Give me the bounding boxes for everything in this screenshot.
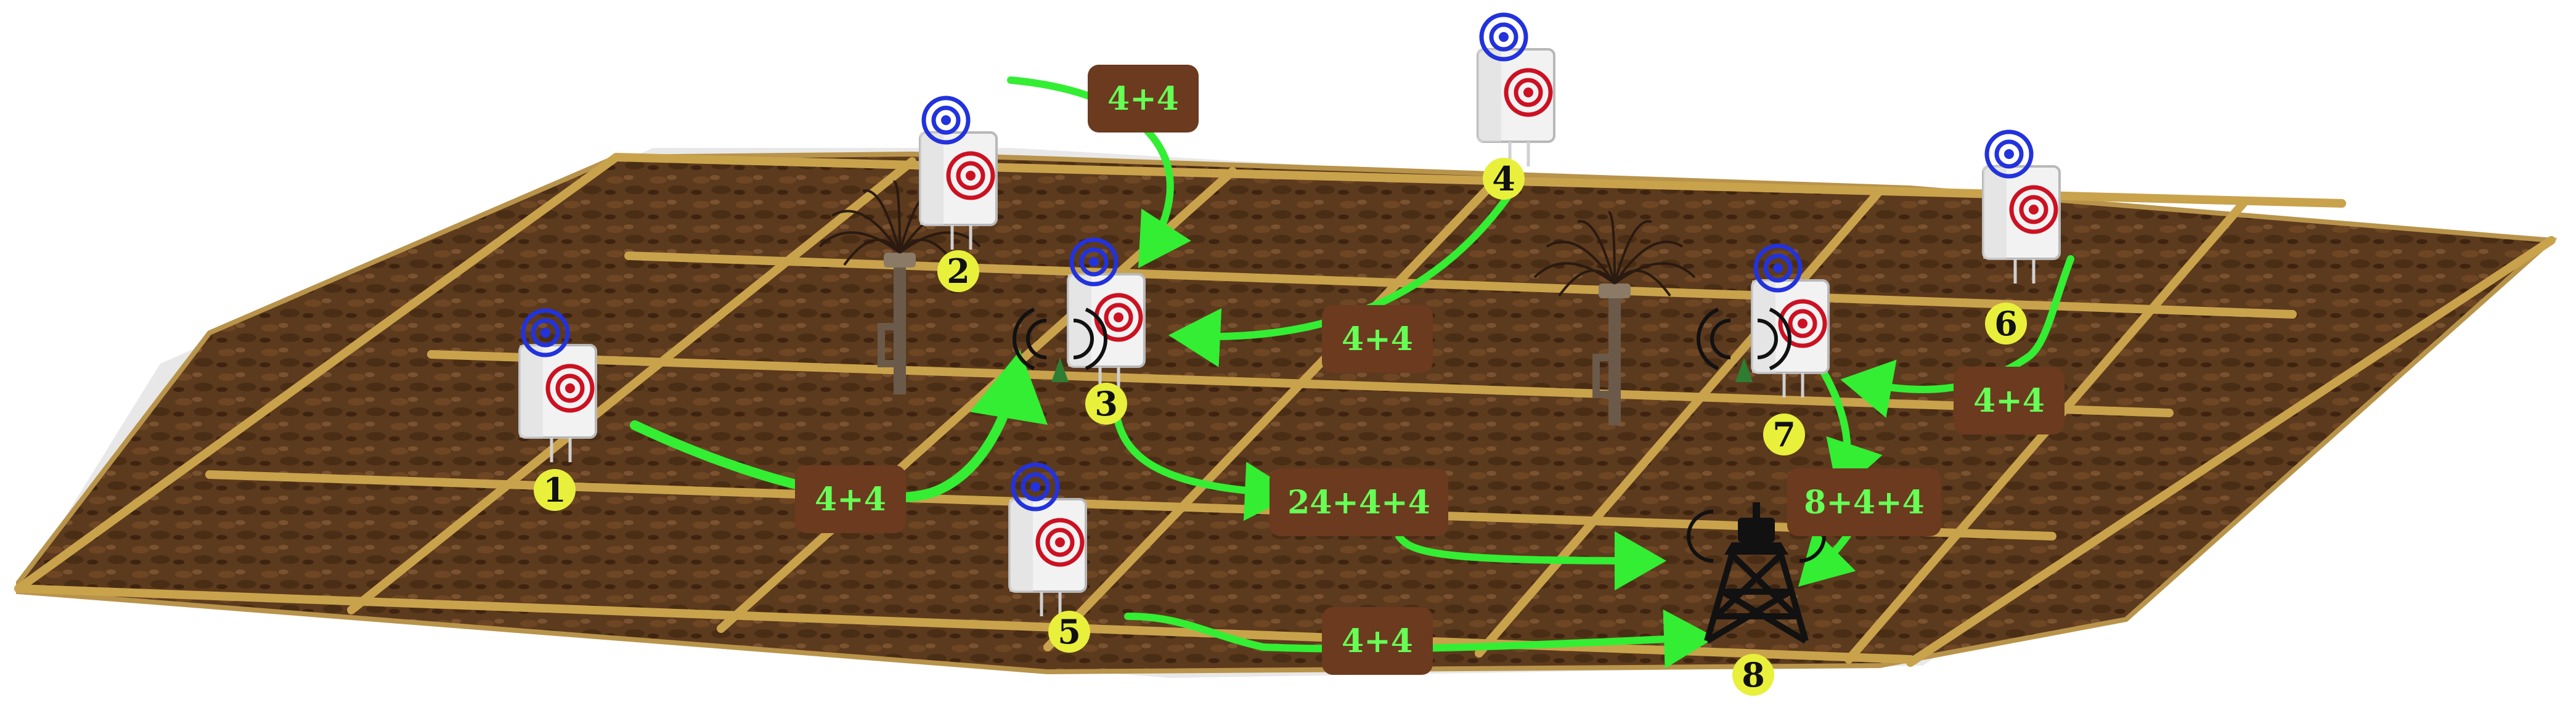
svg-text:4+4: 4+4 bbox=[1342, 622, 1413, 660]
node-badge-5: 5 bbox=[1048, 611, 1090, 653]
svg-text:4+4: 4+4 bbox=[1342, 320, 1413, 358]
link-label-7-8: 8+4+4 bbox=[1787, 468, 1941, 536]
link-arrow-2-3 bbox=[1007, 76, 1191, 269]
svg-text:3: 3 bbox=[1094, 384, 1118, 423]
link-label-5-8: 4+4 bbox=[1322, 607, 1433, 675]
link-arrow-4-3 bbox=[1168, 181, 1520, 367]
node-badge-3: 3 bbox=[1085, 383, 1127, 425]
link-arrow-1-3 bbox=[630, 350, 1048, 503]
svg-text:7: 7 bbox=[1772, 415, 1796, 454]
link-label-1-3: 4+4 bbox=[795, 465, 906, 533]
link-labels: 4+4 4+4 4+4 24+4+4 4+4 4+4 8+4+4 bbox=[795, 65, 2064, 675]
svg-text:24+4+4: 24+4+4 bbox=[1287, 484, 1430, 521]
svg-text:4: 4 bbox=[1492, 159, 1515, 198]
svg-text:2: 2 bbox=[947, 251, 970, 291]
node-badge-2: 2 bbox=[937, 250, 979, 292]
antenna-icon bbox=[1014, 309, 1106, 382]
link-label-2-3: 4+4 bbox=[1088, 65, 1199, 133]
link-arrow-6-7 bbox=[1840, 255, 2074, 418]
svg-text:5: 5 bbox=[1058, 612, 1081, 651]
svg-text:4+4: 4+4 bbox=[1107, 80, 1179, 118]
antenna-icon bbox=[1698, 309, 1790, 382]
link-arrow-3-8-a bbox=[1112, 406, 1297, 521]
svg-text:4+4: 4+4 bbox=[815, 481, 886, 518]
link-label-4-3: 4+4 bbox=[1322, 305, 1433, 373]
svg-text:6: 6 bbox=[1994, 304, 2018, 343]
link-arrow-3-8-b bbox=[1395, 531, 1666, 590]
svg-text:4+4: 4+4 bbox=[1973, 382, 2045, 420]
node-badges: 1 2 3 4 5 6 7 8 bbox=[534, 158, 2027, 696]
node-4[interactable] bbox=[1478, 15, 1554, 166]
svg-text:8+4+4: 8+4+4 bbox=[1804, 484, 1925, 521]
svg-text:8: 8 bbox=[1742, 655, 1765, 695]
link-label-6-7: 4+4 bbox=[1954, 367, 2064, 434]
node-badge-7: 7 bbox=[1763, 414, 1805, 455]
node-badge-4: 4 bbox=[1483, 158, 1525, 200]
link-label-3-8: 24+4+4 bbox=[1270, 468, 1448, 536]
node-badge-1: 1 bbox=[534, 469, 576, 511]
node-badge-8: 8 bbox=[1732, 654, 1774, 696]
node-badge-6: 6 bbox=[1985, 303, 2027, 345]
field-ground bbox=[16, 148, 2558, 678]
svg-text:1: 1 bbox=[543, 470, 566, 510]
